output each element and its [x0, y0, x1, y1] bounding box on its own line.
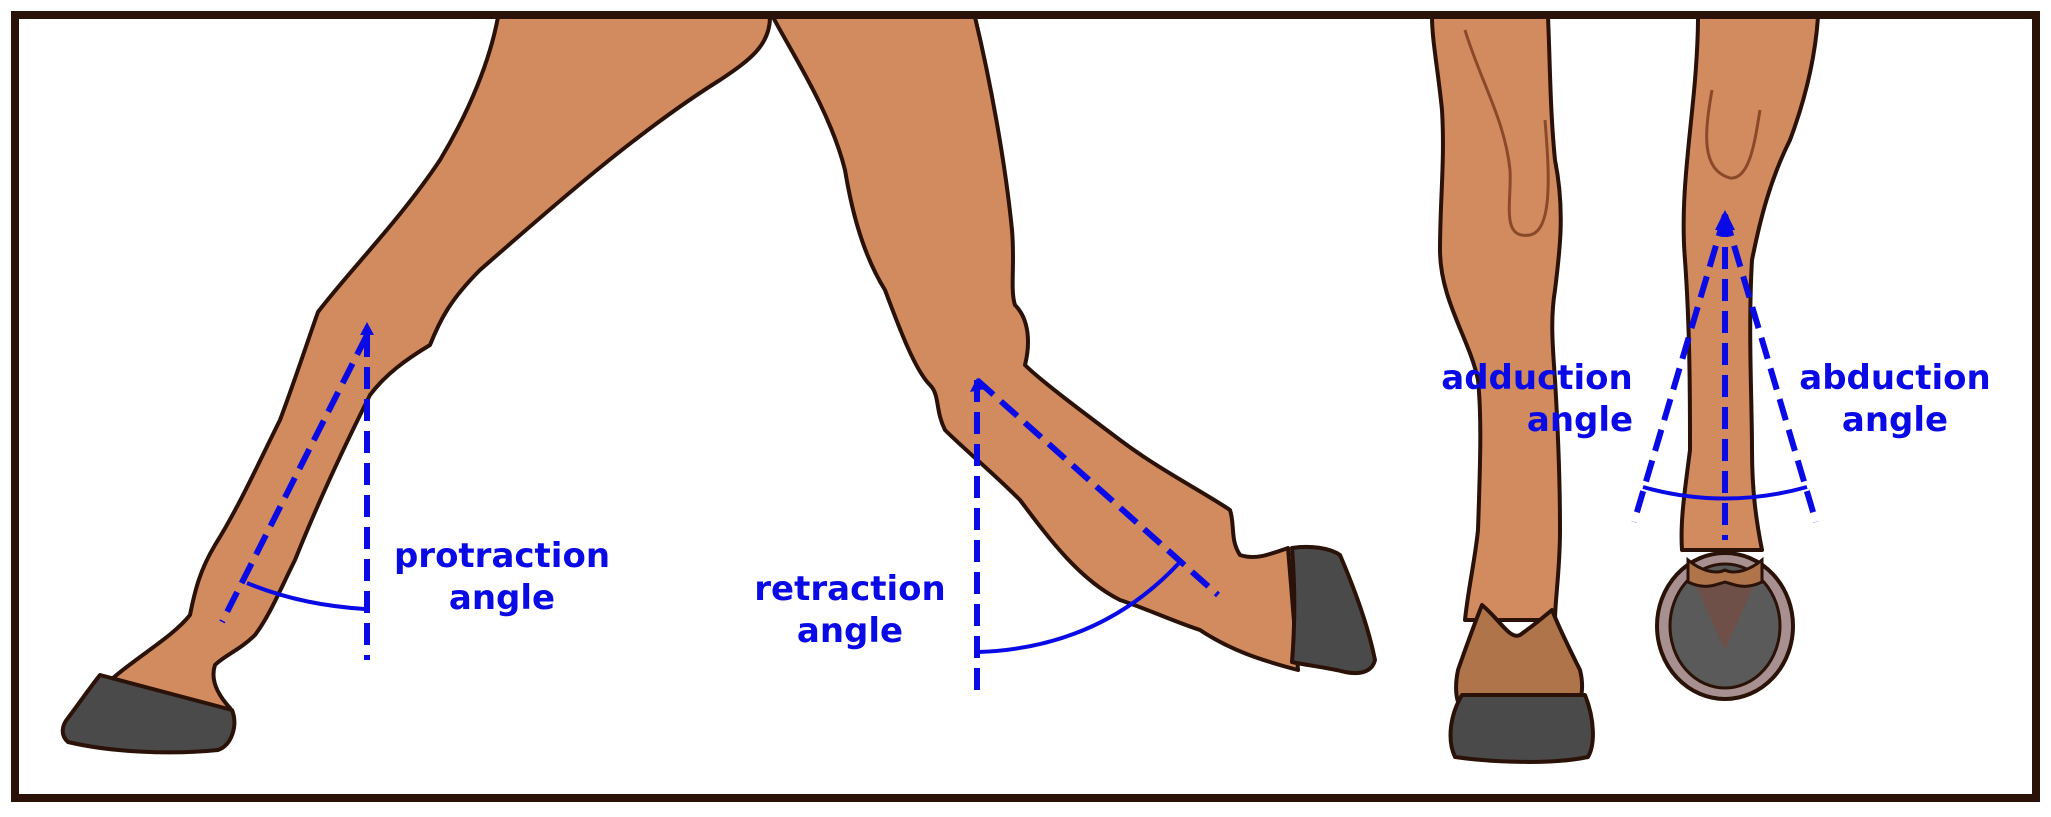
- front-view-left-leg: [1430, 15, 1595, 764]
- abduction-label-line2: angle: [1842, 400, 1948, 440]
- retraction-label-line1: retraction: [754, 569, 945, 609]
- retraction-label-line2: angle: [797, 611, 903, 651]
- left-knee-outline: [1463, 29, 1550, 237]
- retraction-leg-illustration: [771, 15, 1377, 676]
- adduction-abduction-angle-marker: [1631, 210, 1819, 540]
- protraction-label-line1: protraction: [394, 536, 610, 576]
- front-view-right-leg: [1655, 15, 1820, 701]
- retraction-leg-shape: [771, 15, 1300, 672]
- retraction-hoof: [1290, 544, 1377, 676]
- protraction-hoof: [60, 673, 237, 755]
- retraction-angle-marker: [970, 377, 1220, 700]
- abduction-label-line1: abduction: [1799, 358, 1990, 398]
- adduction-label-line1: adduction: [1441, 358, 1632, 398]
- left-pastern: [1454, 603, 1585, 712]
- right-leg-shape: [1679, 15, 1820, 552]
- protraction-label-line2: angle: [449, 578, 555, 618]
- protraction-angle-marker: [219, 322, 374, 660]
- protraction-leg-shape: [98, 15, 772, 727]
- adduction-label-line2: angle: [1527, 400, 1633, 440]
- heel-bulbs: [1686, 556, 1764, 588]
- protraction-leg-illustration: [60, 15, 772, 755]
- hoof-frog: [1690, 572, 1760, 650]
- right-knee-outline: [1705, 89, 1762, 180]
- left-hoof: [1448, 693, 1595, 764]
